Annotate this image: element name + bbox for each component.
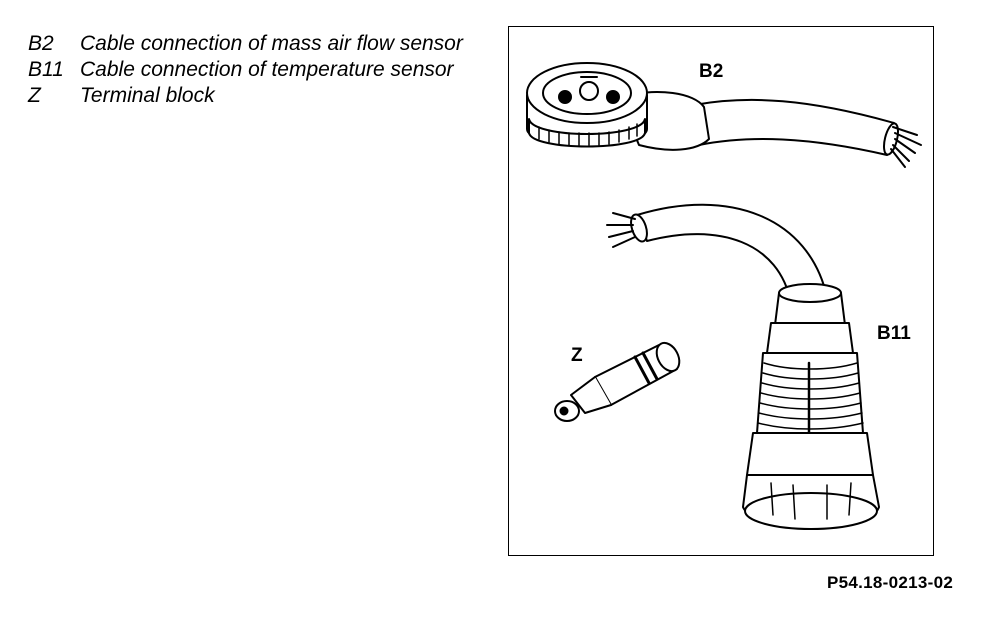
z-pin-end — [655, 341, 681, 373]
legend-text: Terminal block — [80, 84, 215, 107]
b2-center-pin — [579, 81, 599, 101]
z-pin-grooves — [633, 351, 659, 385]
b11-collar-top — [778, 283, 842, 303]
b2-knurl-lines — [538, 123, 638, 146]
legend-key: Z — [28, 84, 41, 107]
figure-reference-number: P54.18-0213-02 — [827, 573, 954, 592]
b2-wire-strands — [890, 126, 922, 168]
b11-lower-housing — [746, 432, 874, 476]
z-pin-taper — [570, 376, 612, 414]
b11-base-ribs — [770, 482, 852, 520]
legend-text: Cable connection of mass air flow sensor — [80, 32, 463, 55]
b11-upper-band — [766, 322, 854, 354]
b11-wire-strands — [606, 212, 636, 248]
connector-illustration: B2 B11 Z — [526, 61, 922, 530]
b2-pin-left — [558, 90, 572, 104]
z-terminal-drawing — [554, 341, 681, 422]
callout-b2: B2 — [699, 61, 723, 82]
legend-key: B2 — [28, 32, 54, 55]
legend-key: B11 — [28, 58, 64, 81]
b2-knurled-ring — [528, 118, 646, 148]
b2-cable — [693, 98, 895, 156]
figure-frame: B2 B11 Z — [508, 26, 934, 556]
callout-b11: B11 — [877, 323, 911, 344]
z-pin-hole — [559, 406, 569, 416]
legend-text: Cable connection of temperature sensor — [80, 58, 454, 81]
b2-connector-drawing — [526, 62, 922, 168]
b2-pin-right — [606, 90, 620, 104]
b11-connector-drawing — [606, 203, 880, 530]
callout-z: Z — [571, 345, 583, 366]
b11-base-rim — [744, 492, 878, 530]
